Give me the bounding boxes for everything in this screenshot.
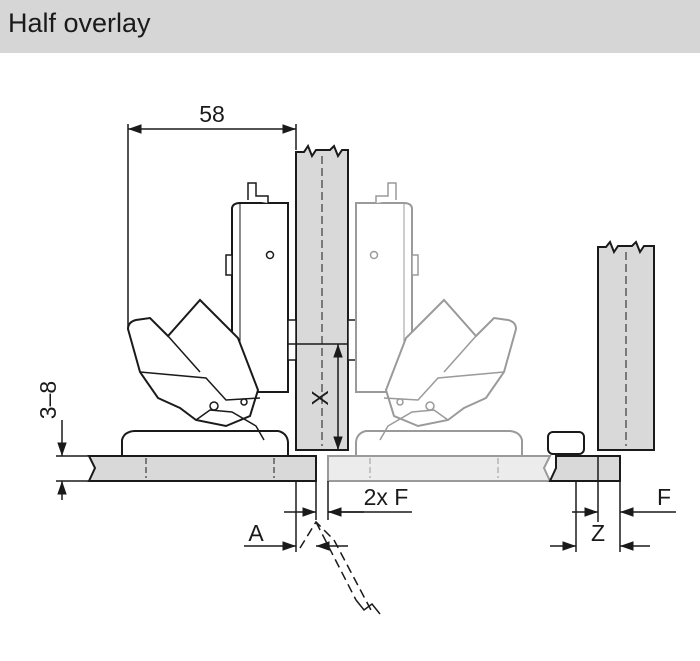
detail-door [597, 240, 655, 451]
dim-z-label: Z [591, 520, 605, 546]
mounting-plate [121, 430, 289, 457]
dim-3-8-label: 3–8 [35, 381, 61, 419]
dim-x-label: X [307, 390, 333, 405]
detail-right [547, 240, 655, 482]
detail-plate [547, 431, 585, 455]
header-bar: Half overlay [0, 0, 700, 53]
dimension-lines [56, 124, 676, 552]
dim-a-label: A [248, 520, 264, 546]
dim-2xf-label: 2x F [364, 484, 409, 510]
hinge-cup [231, 202, 289, 393]
hinge-ghost [327, 182, 552, 482]
detail-panel [548, 455, 621, 482]
door-open-dashed [299, 520, 381, 615]
cabinet-side-panel [87, 455, 317, 482]
dim-f-label: F [657, 484, 671, 510]
ghost-side-panel [327, 455, 552, 482]
page-title: Half overlay [8, 8, 151, 38]
hinge-diagram: 58 X 3–8 2x F A Z F [35, 101, 676, 615]
hinge-closed [87, 182, 317, 482]
dim-58-label: 58 [199, 101, 225, 127]
